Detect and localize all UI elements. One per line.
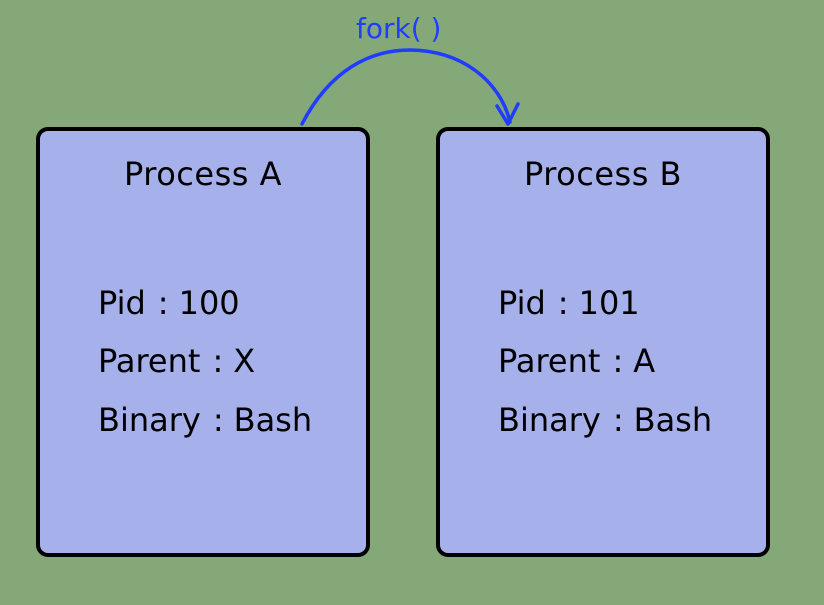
- binary-value: Bash: [633, 401, 713, 439]
- binary-value: Bash: [233, 401, 313, 439]
- process-a-pid-field: Pid:100: [98, 284, 240, 322]
- pid-label: Pid: [98, 284, 146, 322]
- pid-value: 100: [178, 284, 240, 322]
- fork-label: fork( ): [356, 12, 442, 45]
- process-a-box: Process A Pid:100 Parent:X Binary:Bash: [36, 127, 370, 557]
- parent-label: Parent: [98, 342, 201, 380]
- fork-arrowhead: [495, 102, 520, 126]
- separator: :: [612, 342, 624, 380]
- pid-label: Pid: [498, 284, 546, 322]
- parent-value: A: [633, 342, 656, 380]
- process-b-title: Process B: [523, 155, 682, 193]
- separator: :: [212, 401, 224, 439]
- separator: :: [557, 284, 569, 322]
- parent-label: Parent: [498, 342, 601, 380]
- binary-label: Binary: [498, 401, 601, 439]
- process-b-pid-field: Pid:101: [498, 284, 640, 322]
- process-b-binary-field: Binary:Bash: [498, 401, 712, 439]
- process-a-parent-field: Parent:X: [98, 342, 255, 380]
- separator: :: [157, 284, 169, 322]
- separator: :: [612, 401, 624, 439]
- fork-arrow-curve: [300, 48, 512, 126]
- process-b-box: Process B Pid:101 Parent:A Binary:Bash: [436, 127, 770, 557]
- process-a-title: Process A: [124, 155, 282, 193]
- binary-label: Binary: [98, 401, 201, 439]
- process-b-parent-field: Parent:A: [498, 342, 655, 380]
- process-a-binary-field: Binary:Bash: [98, 401, 312, 439]
- pid-value: 101: [578, 284, 640, 322]
- separator: :: [212, 342, 224, 380]
- parent-value: X: [233, 342, 256, 380]
